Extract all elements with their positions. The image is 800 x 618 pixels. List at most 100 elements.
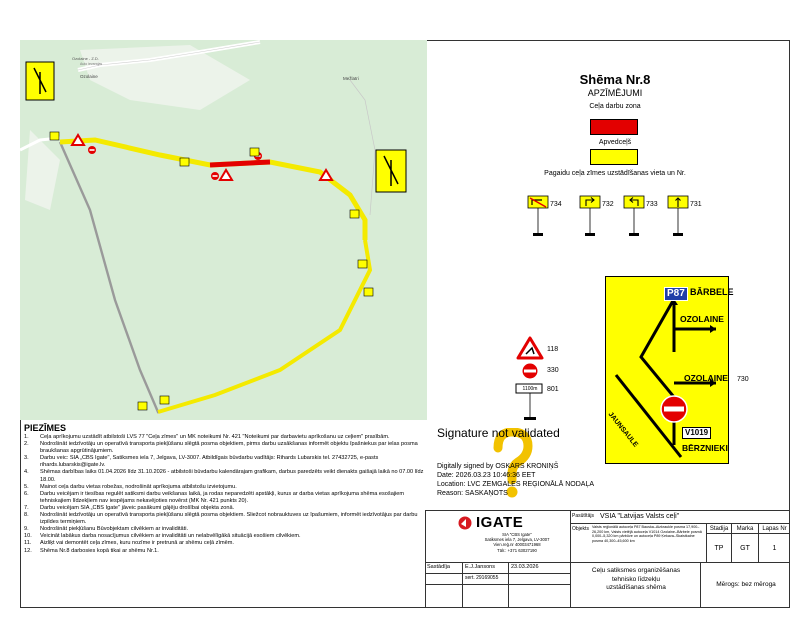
legend-sign-row bbox=[527, 195, 689, 236]
sign-marker-noentry bbox=[88, 146, 96, 154]
site-map: Ozolaine Mežlatri Ozolaine - Z.D. Auto i… bbox=[20, 40, 427, 420]
road-works-triangle-icon bbox=[516, 336, 544, 360]
note-item: 9.Nodrošināt piekļūšanu Būvobjektam cilv… bbox=[24, 526, 188, 533]
minor-road bbox=[77, 41, 261, 71]
sign-code-734: 734 bbox=[550, 201, 562, 208]
prohibited-turn-icon bbox=[527, 195, 549, 236]
notes-heading: PIEZĪMES bbox=[24, 423, 67, 433]
detour-sign-730: P87 BĀRBELE OZOLAINE OZOLAINE JAUNSAULE … bbox=[605, 276, 734, 464]
sign-marker-arrow bbox=[49, 131, 60, 141]
notes-section: PIEZĪMES 1.Ceļa aprīkojumu uzstādīt atbi… bbox=[24, 423, 428, 555]
company-logo: IGATE bbox=[476, 514, 524, 531]
distance-plate-text: 1100m bbox=[522, 386, 538, 392]
note-item: 8.Nodrošināt iedzīvotāju un operatīvā tr… bbox=[24, 512, 418, 526]
note-item: 6.Darbu veicējam ir tiesības regulēt sat… bbox=[24, 490, 405, 504]
sign-markers bbox=[25, 61, 407, 411]
scheme-title: Shēma Nr.8 bbox=[579, 72, 651, 87]
note-item: 4.Shēmas darbības laiks 01.04.2026 līdz … bbox=[24, 469, 424, 483]
sign-marker-arrow bbox=[357, 259, 368, 269]
company-details: SIA "CBS Igate" Satiksmes iela 7, Jelgav… bbox=[484, 532, 550, 553]
sign-code-801: 801 bbox=[547, 386, 559, 393]
legend-work-zone-swatch bbox=[590, 119, 638, 135]
signed-by: Digitally signed by OSKARS KRONIŅŠ bbox=[437, 463, 559, 470]
client-name: VSIA "Latvijas Valsts ceļi" bbox=[600, 513, 680, 520]
forest-track bbox=[349, 79, 376, 216]
work-zone bbox=[209, 159, 271, 168]
place-label: Mežlatri bbox=[343, 76, 359, 81]
object-text: Valsts reģionālā autoceļa P87 Bauska–Aiz… bbox=[592, 525, 702, 543]
sign-marker-730 bbox=[25, 61, 55, 101]
signature-location: Location: LVC ZEMGALES REĢIONĀLĀ NODAĻA bbox=[437, 481, 595, 488]
dest-ozolaine-upper: OZOLAINE bbox=[680, 314, 724, 324]
route-badge-p87: P87 bbox=[664, 287, 688, 301]
signature-status: Signature not validated bbox=[437, 426, 560, 440]
scale-text: Mērogs: bez mēroga bbox=[716, 581, 776, 588]
turn-left-arrow-icon bbox=[623, 195, 645, 236]
stage-value: TP bbox=[714, 545, 724, 552]
sign-marker-arrow bbox=[179, 157, 190, 167]
note-item: 2.Nodrošināt iedzīvotāju un operatīvā tr… bbox=[24, 441, 418, 455]
legend-detour-swatch bbox=[590, 149, 638, 165]
sign-marker-arrow bbox=[349, 209, 360, 219]
sheet-label: Lapas Nr bbox=[762, 526, 787, 532]
signature-date: Date: 2026.03.23 10:46:36 EET bbox=[437, 472, 536, 479]
sheet-value: 1 bbox=[772, 545, 777, 552]
stage-label: Stadija bbox=[709, 526, 729, 532]
legend-subtitle: APZĪMĒJUMI bbox=[587, 88, 643, 98]
straight-arrow-icon bbox=[667, 195, 689, 236]
prepared-by: E.J.Jansons bbox=[465, 564, 495, 570]
drawing-title: Ceļu satiksmes organizēšanas tehnisko lī… bbox=[591, 567, 681, 591]
prepared-date: 23.03.2026 bbox=[511, 564, 539, 570]
dest-barbele: BĀRBELE bbox=[690, 287, 734, 297]
sign-marker-arrow bbox=[159, 395, 170, 405]
cert-label: sert. 29169055 bbox=[465, 575, 499, 581]
note-item: 5.Mainot ceļa darbu vietas robežas, nodr… bbox=[24, 483, 237, 490]
sign-code-730: 730 bbox=[737, 376, 749, 383]
signature-question-icon bbox=[493, 428, 533, 498]
note-item: 10.Veicināt labākus darba nosacījumus ci… bbox=[24, 533, 301, 540]
sign-marker-arrow bbox=[249, 147, 260, 157]
sign-marker-triangle bbox=[318, 168, 334, 181]
place-label: Auto ievarajas bbox=[80, 62, 102, 66]
signature-reason: Reason: SASKAŅOTS bbox=[437, 490, 508, 497]
signature-block: Digitally signed by OSKARS KRONIŅŠ Date:… bbox=[437, 462, 594, 498]
sign-code-731: 731 bbox=[690, 201, 702, 208]
note-item: 11.Aizliķt vai demontēt ceļa zīmes, kuru… bbox=[24, 540, 234, 547]
legend-sign-column bbox=[515, 336, 544, 420]
sign-marker-triangle bbox=[218, 168, 234, 181]
map-background bbox=[20, 40, 427, 420]
igate-logo-icon bbox=[458, 516, 472, 530]
sign-code-733: 733 bbox=[646, 201, 658, 208]
field-area bbox=[25, 130, 60, 210]
note-item: 3.Darbu veic: SIA „CBS Igate", Satiksmes… bbox=[24, 455, 379, 469]
note-item: 12.Shēma Nr.8 darbosies kopā tikai ar sh… bbox=[24, 547, 159, 554]
sign-marker-noentry bbox=[211, 172, 219, 180]
distance-plate-icon bbox=[515, 383, 543, 420]
dest-berznieki: BĒRZNIEKI bbox=[682, 443, 728, 453]
dest-ozolaine-mid: OZOLAINE bbox=[684, 373, 728, 383]
place-label: Ozolaine - Z.D. bbox=[72, 56, 99, 61]
sign-code-118: 118 bbox=[547, 346, 559, 353]
object-label: Objekts bbox=[572, 526, 589, 532]
place-label: Ozolaine bbox=[80, 74, 98, 79]
title-block bbox=[425, 510, 790, 608]
note-item: 7.Darbu veicējam SIA „CBS Igate" jāveic … bbox=[24, 504, 235, 511]
no-entry-icon bbox=[521, 362, 539, 380]
sign-marker-arrow bbox=[137, 401, 148, 411]
sign-marker-triangle bbox=[70, 133, 86, 146]
sign-code-732: 732 bbox=[602, 201, 614, 208]
sign-marker-arrow bbox=[363, 287, 374, 297]
brand-label: Marka bbox=[736, 526, 754, 532]
legend-sign-place-label: Pagaidu ceļa zīmes uzstādīšanas vieta un… bbox=[544, 170, 686, 177]
detour-sign-graphic bbox=[614, 298, 716, 458]
sign-code-330: 330 bbox=[547, 367, 559, 374]
sign-marker-730 bbox=[375, 149, 407, 193]
turn-right-arrow-icon bbox=[579, 195, 601, 236]
legend-work-zone-label: Ceļa darbu zona bbox=[589, 103, 641, 110]
client-label: Pasūtītājs bbox=[572, 513, 594, 519]
road-badge-v1019: V1019 bbox=[682, 427, 712, 439]
prepared-label: Sastādīja bbox=[427, 564, 450, 570]
note-item: 1.Ceļa aprīkojumu uzstādīt atbilstoši LV… bbox=[24, 434, 390, 440]
detour-route bbox=[157, 239, 373, 414]
brand-value: GT bbox=[740, 545, 750, 552]
